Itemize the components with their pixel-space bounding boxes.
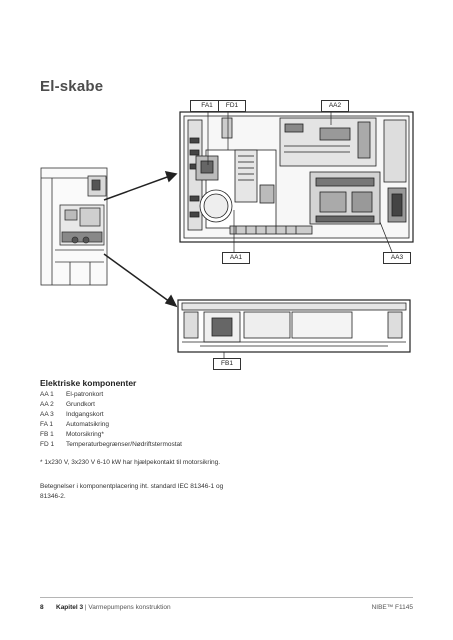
chapter-number: Kapitel 3 — [56, 604, 84, 611]
component-code: FB 1 — [40, 431, 54, 438]
component-code: AA 1 — [40, 391, 54, 398]
callout-fd1: FD1 — [218, 100, 246, 112]
callout-aa1: AA1 — [222, 252, 250, 264]
component-list: AA 1 El-patronkort AA 2 Grundkort AA 3 I… — [40, 390, 300, 450]
list-item: AA 2 Grundkort — [40, 400, 300, 410]
list-item: FB 1 Motorsikring* — [40, 430, 300, 440]
chapter-title: Varmepumpens konstruktion — [88, 604, 171, 611]
lower-cabinet — [177, 299, 411, 353]
chapter-label: Kapitel 3 | Varmepumpens konstruktion — [56, 604, 171, 611]
component-name: Temperaturbegrænser/Nødriftstermostat — [66, 441, 182, 448]
callout-aa3: AA3 — [383, 252, 411, 264]
footer-divider — [40, 597, 413, 598]
list-item: AA 3 Indgangskort — [40, 410, 300, 420]
component-name: Indgangskort — [66, 411, 104, 418]
product-name: NIBE™ F1145 — [371, 604, 413, 611]
component-name: El-patronkort — [66, 391, 104, 398]
component-code: AA 2 — [40, 401, 54, 408]
standard-note: Betegnelser i komponentplacering iht. st… — [40, 483, 224, 500]
component-name: Motorsikring* — [66, 431, 104, 438]
list-item: AA 1 El-patronkort — [40, 390, 300, 400]
pointer-arrows — [103, 171, 178, 308]
main-cabinet — [179, 111, 414, 243]
component-code: AA 3 — [40, 411, 54, 418]
callout-fb1: FB1 — [213, 358, 241, 370]
page-title: El-skabe — [40, 78, 104, 95]
component-name: Grundkort — [66, 401, 95, 408]
list-item: FD 1 Temperaturbegrænser/Nødriftstermost… — [40, 440, 300, 450]
component-name: Automatsikring — [66, 421, 109, 428]
section-heading: Elektriske komponenter — [40, 378, 137, 388]
component-code: FA 1 — [40, 421, 54, 428]
page-number: 8 — [40, 604, 44, 611]
footnote: * 1x230 V, 3x230 V 6-10 kW har hjælpekon… — [40, 459, 221, 466]
list-item: FA 1 Automatsikring — [40, 420, 300, 430]
heat-pump-overview — [40, 167, 108, 286]
callout-aa2: AA2 — [321, 100, 349, 112]
component-code: FD 1 — [40, 441, 55, 448]
